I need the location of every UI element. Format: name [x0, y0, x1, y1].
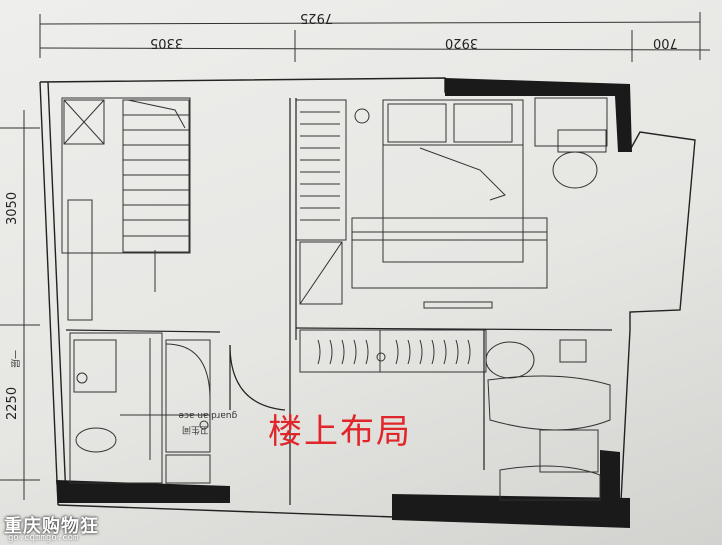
height-segment-1: 3050: [5, 192, 20, 225]
bedroom-upper: [295, 97, 608, 309]
total-width-label: 7925: [300, 10, 333, 25]
width-segment-2: 3920: [445, 35, 478, 50]
staircase: [61, 97, 191, 321]
bath-label-cn: 卫生间: [182, 424, 209, 436]
watermark-url: go.cqmmgo.com: [8, 533, 79, 543]
wall-fills: [56, 78, 632, 528]
bedroom-lower: [485, 339, 611, 501]
width-segment-1: 3305: [150, 35, 183, 50]
watermark-name: 重庆购物狂: [4, 516, 99, 537]
vertical-note: 一层: [9, 350, 20, 368]
height-segment-2: 2250: [5, 387, 20, 420]
width-segment-3: 700: [653, 35, 678, 50]
interior-walls: [65, 98, 613, 505]
bathroom: [69, 332, 211, 484]
wardrobe-lower: [299, 329, 487, 373]
dimension-labels: 7925 3305 3920 700 3050 2250 一层: [5, 10, 678, 420]
plan-title: 楼上布局: [268, 412, 412, 452]
bath-label-en: guardian ace: [178, 410, 237, 420]
dimension-lines: [0, 12, 711, 500]
